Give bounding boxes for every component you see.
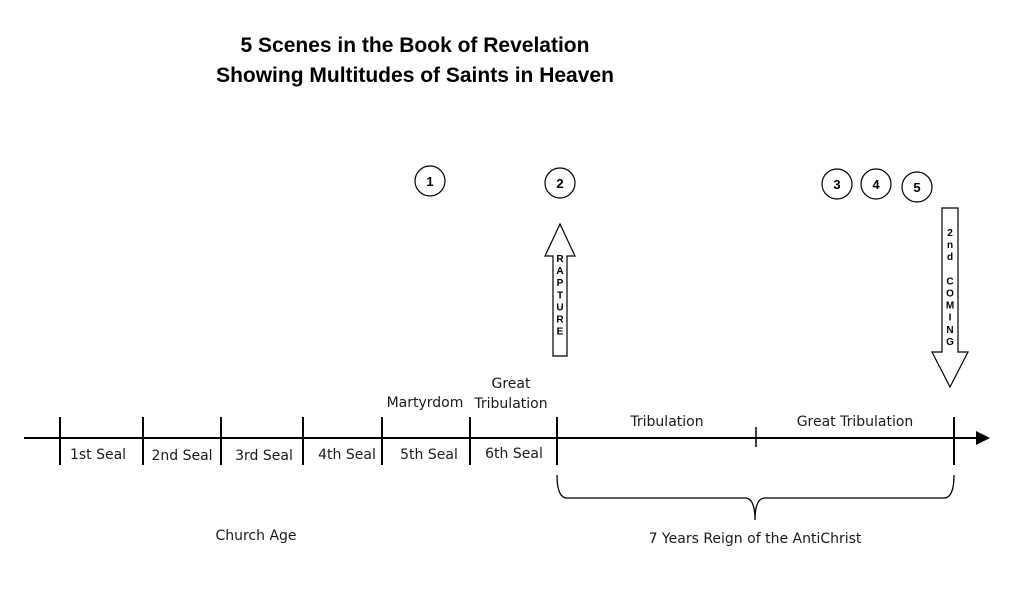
scene-2-circle [544, 167, 576, 199]
timeline-arrowhead [976, 431, 990, 445]
scene-1: 1 [414, 165, 446, 197]
great-tribulation-short-line-1: Great [492, 376, 531, 392]
tribulation-label: Tribulation [629, 414, 703, 430]
scene-4-number: 4 [872, 177, 880, 192]
seven-years-brace [556, 474, 955, 521]
title-line-1: 5 Scenes in the Book of Revelation [241, 34, 590, 57]
seal-label-3: 3rd Seal [235, 448, 293, 464]
scene-5-number: 5 [913, 180, 920, 195]
seal-label-5: 5th Seal [400, 447, 458, 463]
seal-label-4: 4th Seal [318, 447, 376, 463]
seal-label-6: 6th Seal [485, 446, 543, 462]
scene-2-number: 2 [556, 176, 563, 191]
great-tribulation-label: Great Tribulation [797, 414, 914, 430]
scene-1-number: 1 [426, 174, 433, 189]
scene-5: 5 [901, 171, 933, 203]
scene-3-number: 3 [833, 177, 840, 192]
scene-4-circle [860, 168, 892, 200]
seal-label-2: 2nd Seal [151, 448, 212, 464]
scene-4: 4 [860, 168, 892, 200]
scene-3-circle [821, 168, 853, 200]
second-coming-arrow-shape [931, 207, 969, 389]
seal-label-1: 1st Seal [70, 447, 126, 463]
scene-5-circle [901, 171, 933, 203]
great-tribulation-short-line-2: Tribulation [473, 396, 547, 412]
antichrist-reign-label: 7 Years Reign of the AntiChrist [649, 531, 862, 547]
title-line-2: Showing Multitudes of Saints in Heaven [216, 64, 614, 87]
church-age-label: Church Age [215, 528, 296, 544]
scene-3: 3 [821, 168, 853, 200]
martyrdom-label: Martyrdom [387, 395, 464, 411]
scene-1-circle [414, 165, 446, 197]
rapture-arrow-shape [544, 222, 576, 357]
timeline [24, 417, 990, 465]
scene-2: 2 [544, 167, 576, 199]
